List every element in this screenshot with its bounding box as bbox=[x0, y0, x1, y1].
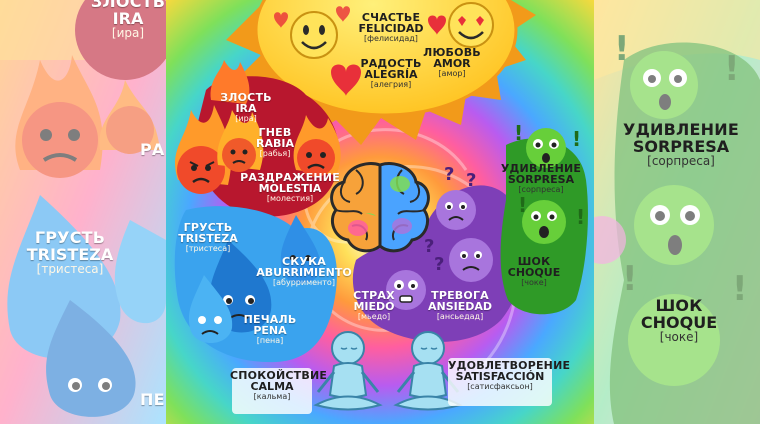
svg-text:?: ? bbox=[444, 164, 454, 185]
right-pink-blob bbox=[594, 216, 626, 264]
svg-text:!: ! bbox=[514, 121, 523, 145]
surprised-face-top bbox=[526, 128, 566, 168]
fire-face-left bbox=[175, 105, 232, 194]
main-poster: ???? bbox=[166, 0, 594, 424]
scared-face bbox=[386, 270, 426, 310]
svg-text:!: ! bbox=[732, 269, 748, 309]
surprised-face-middle bbox=[522, 200, 566, 244]
left-fire-face bbox=[15, 55, 103, 178]
left-fire-face-2 bbox=[99, 80, 160, 154]
heart-icon bbox=[274, 6, 446, 96]
calma-label-bg bbox=[232, 368, 312, 414]
water-drop-small bbox=[188, 275, 233, 343]
svg-text:!: ! bbox=[622, 259, 638, 299]
svg-text:!: ! bbox=[576, 205, 585, 229]
worried-face-top bbox=[436, 190, 476, 230]
brain-icon bbox=[330, 162, 430, 253]
water-drop-right bbox=[280, 215, 321, 284]
question-marks: ???? bbox=[424, 164, 476, 275]
left-drop-small bbox=[46, 300, 136, 417]
right-panel-art: !!!! bbox=[594, 0, 760, 424]
fire-face-middle bbox=[217, 110, 264, 172]
left-side-panel: ЗЛОСТЬ IRA [ира] РА ГРУСТЬ TRISTEZA [три… bbox=[0, 0, 166, 424]
smiley-face-right bbox=[448, 2, 494, 48]
red-blob bbox=[195, 76, 340, 217]
right-side-panel: !!!! УДИВЛЕНИЕ SORPRESA [сорпреса] ШОК C… bbox=[594, 0, 760, 424]
svg-text:!: ! bbox=[614, 29, 630, 69]
right-shock-face bbox=[628, 294, 720, 386]
exclamation-marks: !!!! bbox=[514, 121, 585, 229]
fire-face-right bbox=[293, 115, 341, 177]
main-poster-art: ???? bbox=[166, 0, 594, 424]
svg-text:?: ? bbox=[424, 236, 434, 257]
svg-text:?: ? bbox=[466, 170, 476, 191]
worried-face-middle bbox=[449, 238, 493, 282]
smiley-face-left bbox=[290, 11, 338, 59]
svg-text:!: ! bbox=[724, 49, 740, 89]
right-surprised-face-bottom bbox=[634, 185, 714, 265]
right-exclamation-marks: !!!! bbox=[614, 29, 748, 309]
right-surprised-face-top bbox=[630, 51, 698, 119]
svg-text:!: ! bbox=[572, 127, 581, 151]
left-drop-edge bbox=[114, 220, 166, 324]
left-red-blob bbox=[75, 0, 166, 80]
svg-text:?: ? bbox=[434, 254, 444, 275]
meditating-figure-left bbox=[313, 331, 383, 411]
fire-top bbox=[210, 60, 250, 104]
svg-text:!: ! bbox=[518, 193, 527, 217]
left-panel-art bbox=[0, 0, 166, 424]
satisfaccion-label-bg bbox=[448, 358, 552, 406]
